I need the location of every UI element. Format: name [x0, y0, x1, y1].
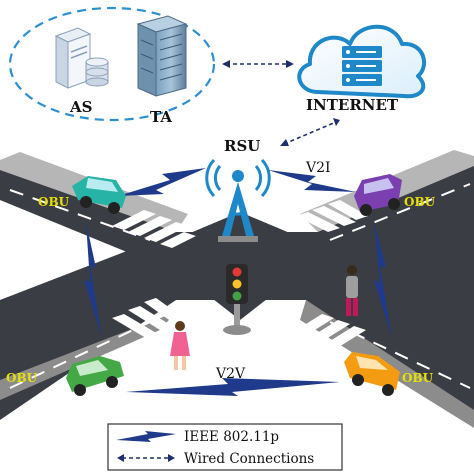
- obu-label-bottom-right: OBU: [402, 371, 434, 385]
- backend-group: AS TA: [8, 6, 216, 126]
- car-bottom-left: OBU: [6, 356, 124, 396]
- backend-dashed-ellipse: [8, 6, 216, 122]
- crosswalk-se: [290, 314, 366, 350]
- rsu: RSU: [205, 137, 271, 242]
- car-top-right: OBU: [354, 174, 436, 216]
- wired-link-backend-internet: [222, 60, 294, 68]
- server-icon: [54, 27, 92, 89]
- antenna-tower-icon: [205, 158, 271, 242]
- wired-link-internet-rsu: [280, 118, 340, 146]
- v2i-label: V2I: [305, 160, 331, 176]
- bolt-left-vertical: [84, 222, 102, 338]
- road-ne-sw-left: [0, 232, 176, 380]
- bolt-bottom-horizontal: [126, 378, 340, 396]
- v2v-links: V2V: [84, 222, 392, 396]
- pedestrian-icon: [346, 265, 358, 316]
- legend-wireless-text: IEEE 802.11p: [184, 429, 279, 445]
- internet-label: INTERNET: [306, 96, 399, 114]
- obu-label-top-left: OBU: [38, 195, 70, 209]
- legend-wired-text: Wired Connections: [184, 451, 314, 467]
- road-nw-se-right: [306, 166, 474, 410]
- car-top-left: OBU: [38, 176, 126, 214]
- as-label: AS: [69, 98, 92, 116]
- cloud-server-icon: [342, 46, 382, 86]
- traffic-light-icon: [223, 264, 251, 335]
- crosswalk-nw: [112, 210, 196, 248]
- obu-label-bottom-left: OBU: [6, 371, 38, 385]
- bolt-rsu-right: [268, 170, 356, 192]
- crosswalk-sw: [112, 298, 184, 338]
- pedestrian-icon: [170, 321, 190, 370]
- internet-cloud: INTERNET: [297, 24, 427, 114]
- building-icon: [136, 15, 188, 97]
- legend: IEEE 802.11p Wired Connections: [107, 423, 343, 471]
- bolt-rsu-left: [118, 168, 206, 196]
- legend-wired-icon: [117, 454, 175, 462]
- database-icon: [85, 57, 109, 87]
- ta-label: TA: [150, 108, 172, 126]
- crosswalk-ne: [296, 200, 368, 232]
- rsu-label: RSU: [224, 137, 260, 155]
- v2i-links: V2I: [118, 160, 356, 196]
- car-bottom-right: OBU: [344, 352, 434, 396]
- legend-wireless-icon: [116, 431, 176, 442]
- v2v-label: V2V: [215, 366, 246, 382]
- bolt-right-vertical: [374, 222, 392, 338]
- obu-label-top-right: OBU: [404, 195, 436, 209]
